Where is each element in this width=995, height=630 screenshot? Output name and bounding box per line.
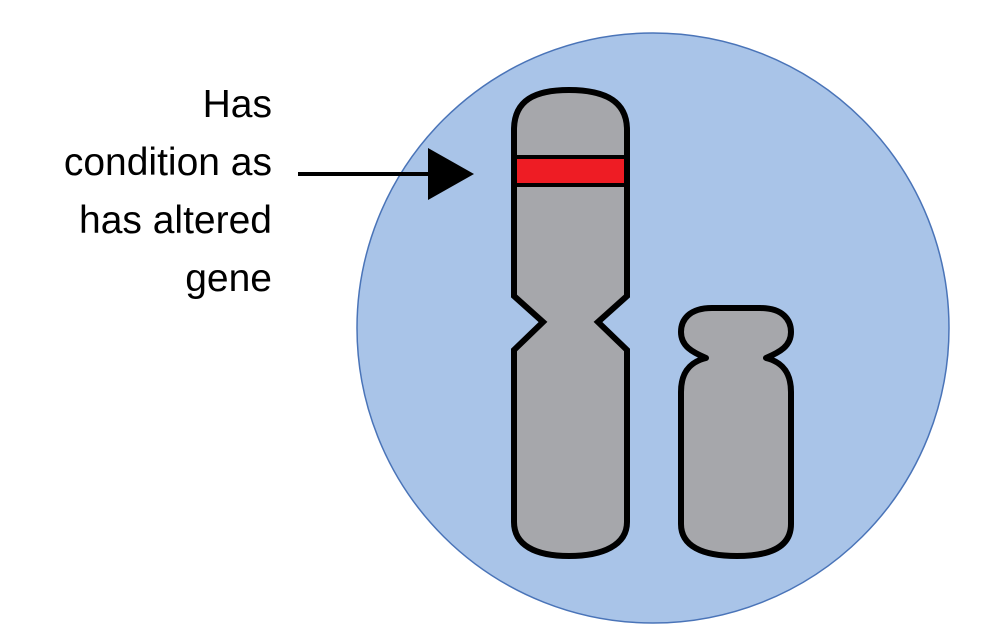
annotation-line-2: condition as bbox=[63, 141, 272, 184]
annotation-label: Has condition as has altered gene bbox=[0, 76, 272, 308]
pointer-arrow-head bbox=[428, 148, 474, 200]
large-chromosome bbox=[511, 86, 630, 560]
cell-circle bbox=[356, 32, 950, 624]
altered-gene-band bbox=[517, 157, 624, 185]
annotation-line-4: gene bbox=[185, 257, 272, 300]
annotation-line-1: Has bbox=[202, 83, 272, 126]
annotation-line-3: has altered bbox=[79, 199, 272, 242]
small-chromosome bbox=[678, 305, 794, 559]
